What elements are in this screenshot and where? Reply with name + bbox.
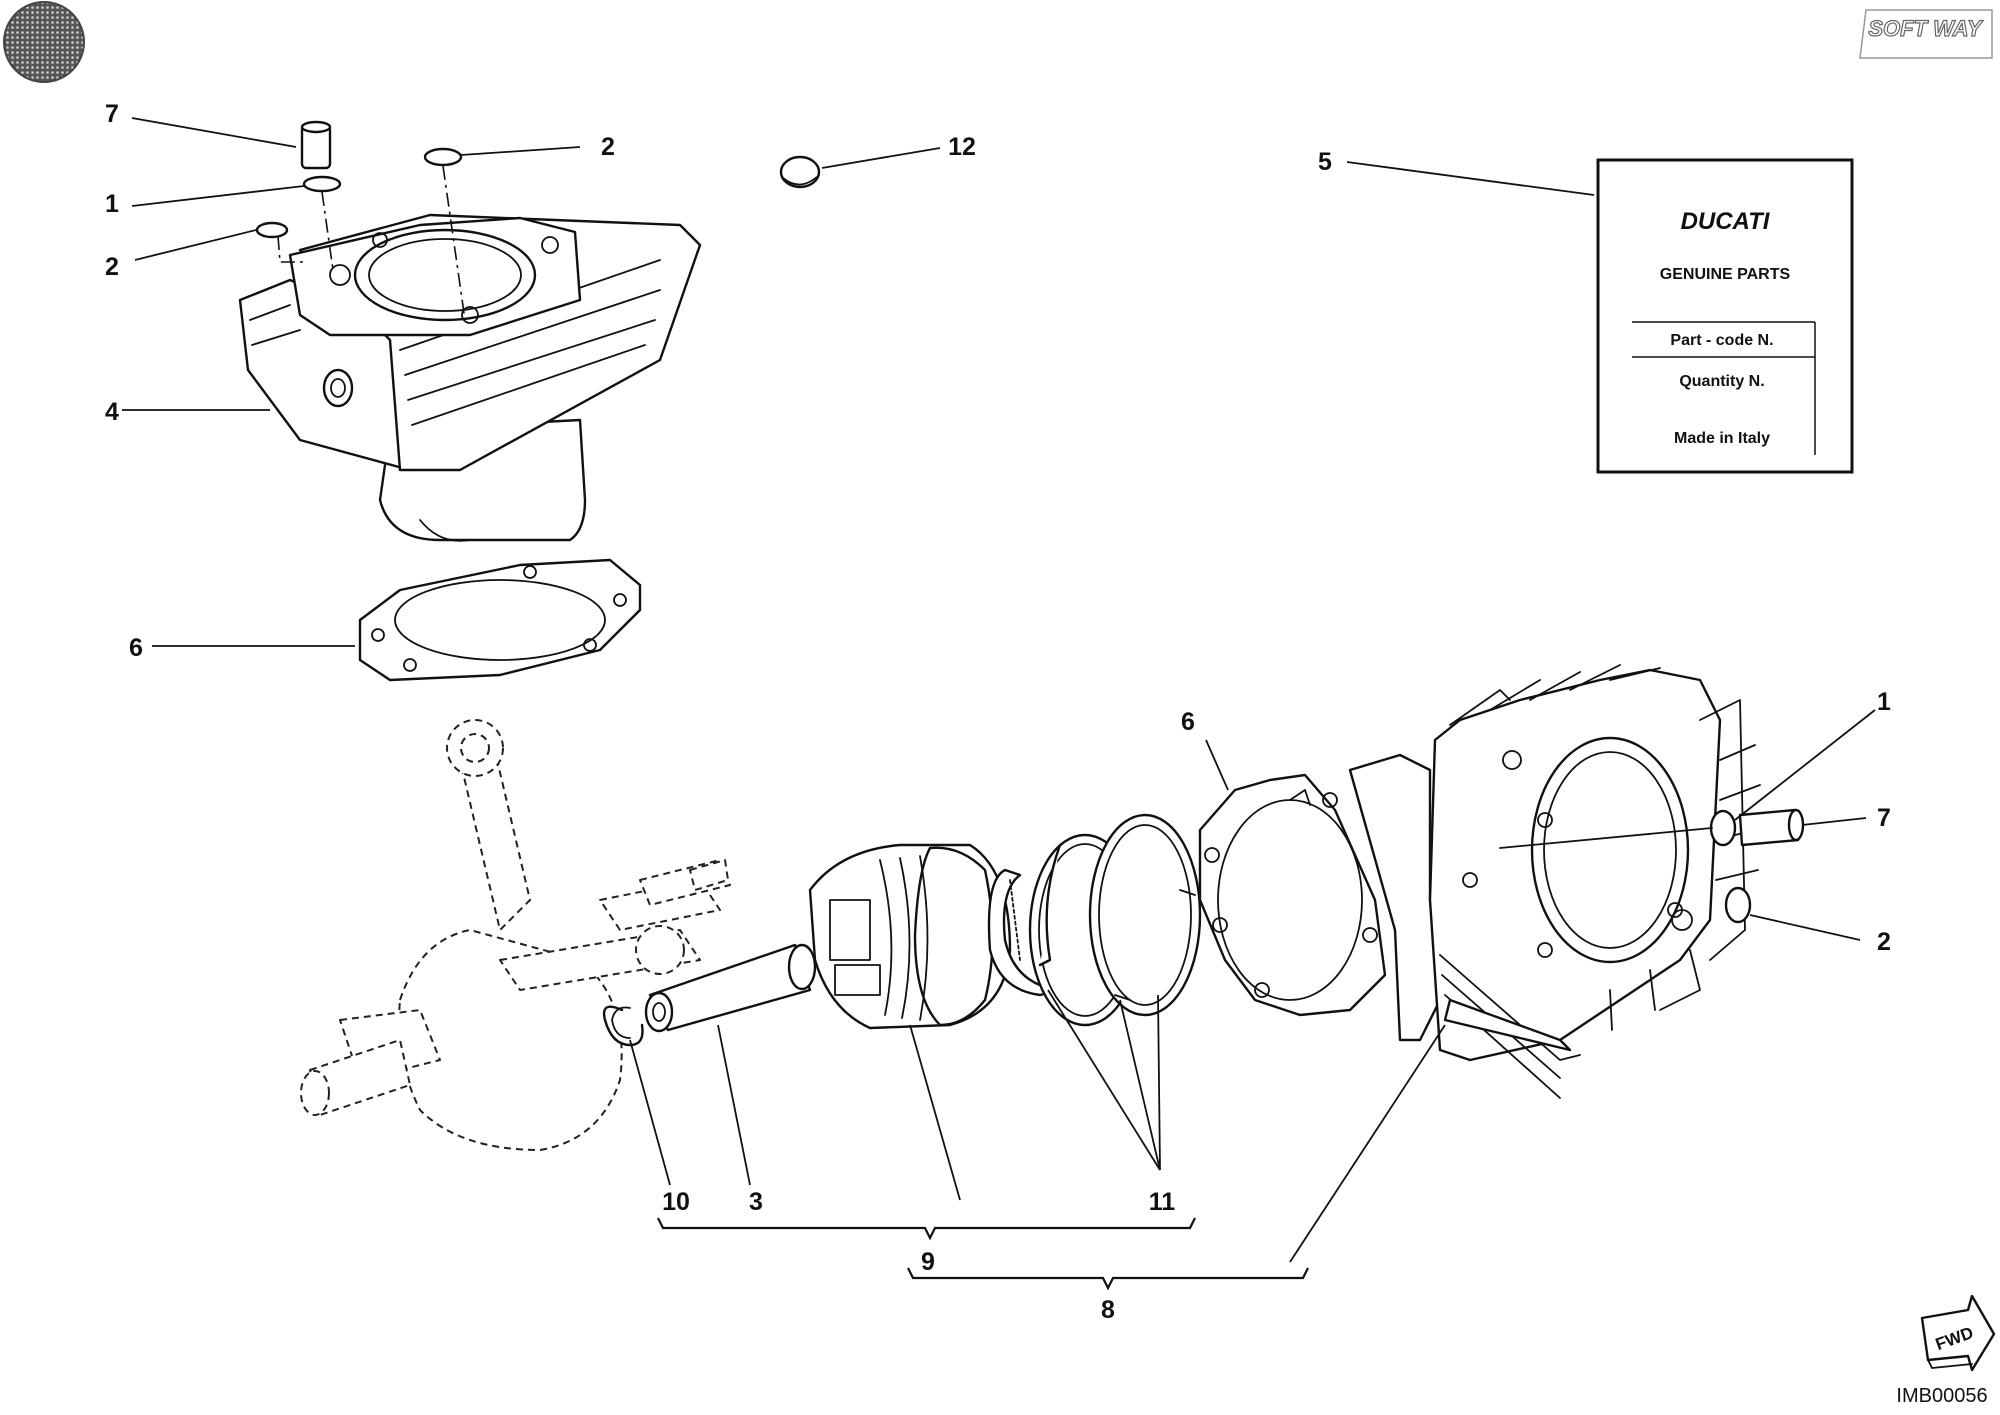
piston-rings (987, 813, 1202, 1027)
piston (808, 843, 1012, 1030)
callout-6-lower: 6 (1181, 708, 1195, 736)
callout-1-top: 1 (105, 190, 119, 218)
callout-1-right: 1 (1877, 688, 1891, 716)
softway-logo-text: SOFT WAY (1868, 16, 1984, 41)
genuine-parts-label: DUCATI GENUINE PARTS Part - code N. Quan… (1596, 158, 1854, 474)
dowel-pin-right (1738, 808, 1805, 847)
o-ring-upper-right (423, 147, 463, 167)
callout-4: 4 (105, 398, 119, 426)
callout-6-top: 6 (129, 634, 143, 662)
head-gasket-lower (1198, 773, 1387, 1017)
piston-pin (644, 943, 817, 1033)
callout-10: 10 (662, 1188, 690, 1216)
dowel-pin-upper (300, 120, 332, 170)
brace-piston-assembly (657, 1217, 1196, 1241)
made-in-italy-text: Made in Italy (1674, 430, 1770, 447)
callout-8: 8 (1101, 1296, 1115, 1324)
callout-12: 12 (948, 133, 976, 161)
o-ring-right-lower (1724, 886, 1752, 924)
softway-logo: SOFT WAY (1859, 9, 1993, 59)
callout-2-right: 2 (1877, 928, 1891, 956)
callout-2-top-left: 2 (105, 253, 119, 281)
callout-7-right: 7 (1877, 804, 1891, 832)
corner-halftone-circle (3, 1, 85, 83)
o-ring-upper (302, 175, 342, 193)
callout-11: 11 (1149, 1188, 1176, 1216)
shim-disc (779, 155, 821, 189)
callout-3: 3 (749, 1188, 763, 1216)
base-gasket-upper (358, 558, 642, 682)
piston-circlip (602, 1005, 644, 1047)
crankshaft-ghost (300, 719, 731, 1151)
quantity-text: Quantity N. (1679, 373, 1764, 390)
brace-cylinder-assembly (907, 1267, 1309, 1291)
cylinder-upper (238, 213, 702, 542)
callout-7-top: 7 (105, 100, 119, 128)
image-code: IMB00056 (1896, 1385, 1987, 1407)
part-code-text: Part - code N. (1670, 332, 1773, 349)
callout-5: 5 (1318, 148, 1332, 176)
leader-lines (122, 117, 1876, 1263)
ducati-logo-text: DUCATI (1681, 208, 1771, 235)
o-ring-upper-left (255, 221, 289, 239)
o-ring-right-upper (1709, 809, 1737, 847)
callout-2-top-right: 2 (601, 133, 615, 161)
callout-9: 9 (921, 1248, 935, 1276)
genuine-parts-text: GENUINE PARTS (1660, 266, 1791, 283)
fwd-direction-badge: FWD (1920, 1294, 1996, 1372)
cylinder-lower (1348, 664, 1761, 1099)
